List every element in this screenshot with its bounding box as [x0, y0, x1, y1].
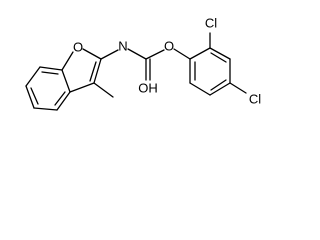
atom-ester-oxygen: O: [164, 39, 174, 54]
bond-benzo-5: [61, 69, 71, 93]
atom-chlorine-para: Cl: [249, 92, 261, 107]
bond-methyl: [93, 82, 114, 98]
atom-ring-oxygen: O: [73, 40, 83, 55]
bond-benzo-3: [33, 107, 58, 111]
bond-benzo-2: [25, 85, 35, 109]
bond-aryl-5: [189, 82, 211, 96]
bond-benzo-1: [25, 66, 41, 87]
bonds: [25, 32, 247, 111]
atom-hydroxyl: OH: [138, 81, 158, 96]
bond-furan-c2-c3: [93, 58, 102, 84]
atom-chlorine-ortho: Cl: [205, 16, 217, 31]
bond-furan-o-c2: [82, 48, 102, 60]
bond-aryl-4: [209, 82, 231, 96]
bond-aryl-double-2: [210, 79, 227, 91]
bond-benzo-double-3: [41, 71, 59, 75]
bond-benzo-6: [39, 66, 63, 71]
chemical-structure-diagram: O N O OH Cl Cl: [25, 16, 261, 111]
bond-benzo-4: [56, 91, 71, 111]
bond-benzo-double-1: [30, 87, 39, 105]
atom-labels: O N O OH Cl Cl: [73, 16, 261, 107]
bond-furan-c3-c3a: [69, 82, 95, 93]
bond-aryl-2: [209, 47, 231, 60]
bond-furan-c2-c3-double: [89, 61, 97, 82]
bond-aryl-double-1: [210, 52, 227, 63]
atom-nitrogen: N: [118, 39, 127, 54]
bond-ester-o-aryl: [173, 48, 191, 60]
bond-c2-n: [100, 49, 119, 60]
bond-furan-c7a-o: [61, 51, 74, 71]
bond-benzo-double-2: [54, 91, 66, 106]
bond-n-carbonyl: [127, 48, 147, 60]
bond-aryl-1: [189, 47, 211, 60]
bond-cl-para: [229, 82, 247, 94]
bond-c-ester-o: [145, 49, 165, 60]
